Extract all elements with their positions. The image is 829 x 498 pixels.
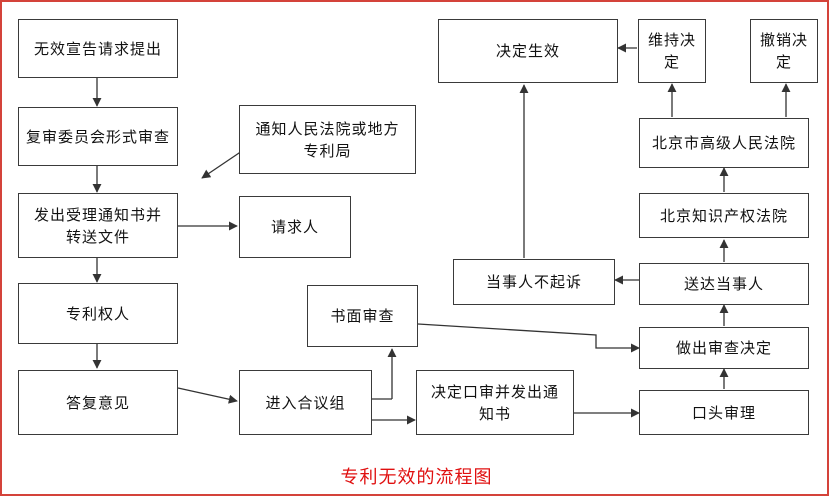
box-reply: 答复意见 <box>18 370 178 435</box>
box-high-court: 北京市高级人民法院 <box>639 118 809 168</box>
box-oral-decision: 决定口审并发出通知书 <box>416 370 574 435</box>
box-uphold: 维持决定 <box>638 19 706 83</box>
box-oral-hearing: 口头审理 <box>639 390 809 435</box>
box-formal-review: 复审委员会形式审查 <box>18 107 178 166</box>
box-panel: 进入合议组 <box>239 370 372 435</box>
box-request: 无效宣告请求提出 <box>18 19 178 78</box>
box-issue-notice: 发出受理通知书并转送文件 <box>18 193 178 258</box>
box-ip-court: 北京知识产权法院 <box>639 193 809 238</box>
arrow-reply-to-panel <box>177 387 238 404</box>
box-serve-parties: 送达当事人 <box>639 263 809 305</box>
box-effective: 决定生效 <box>438 19 618 83</box>
box-notify-court: 通知人民法院或地方专利局 <box>239 105 416 174</box>
box-requester: 请求人 <box>239 196 351 258</box>
box-no-appeal: 当事人不起诉 <box>453 259 615 305</box>
box-written-review: 书面审查 <box>307 285 418 347</box>
diagram-title: 专利无效的流程图 <box>340 467 493 488</box>
box-decision: 做出审查决定 <box>639 327 809 369</box>
box-revoke: 撤销决定 <box>750 19 818 83</box>
arrow-court-to-notice <box>201 150 243 179</box>
arrow-written-to-decision <box>417 323 640 353</box>
box-patentee: 专利权人 <box>18 283 178 344</box>
